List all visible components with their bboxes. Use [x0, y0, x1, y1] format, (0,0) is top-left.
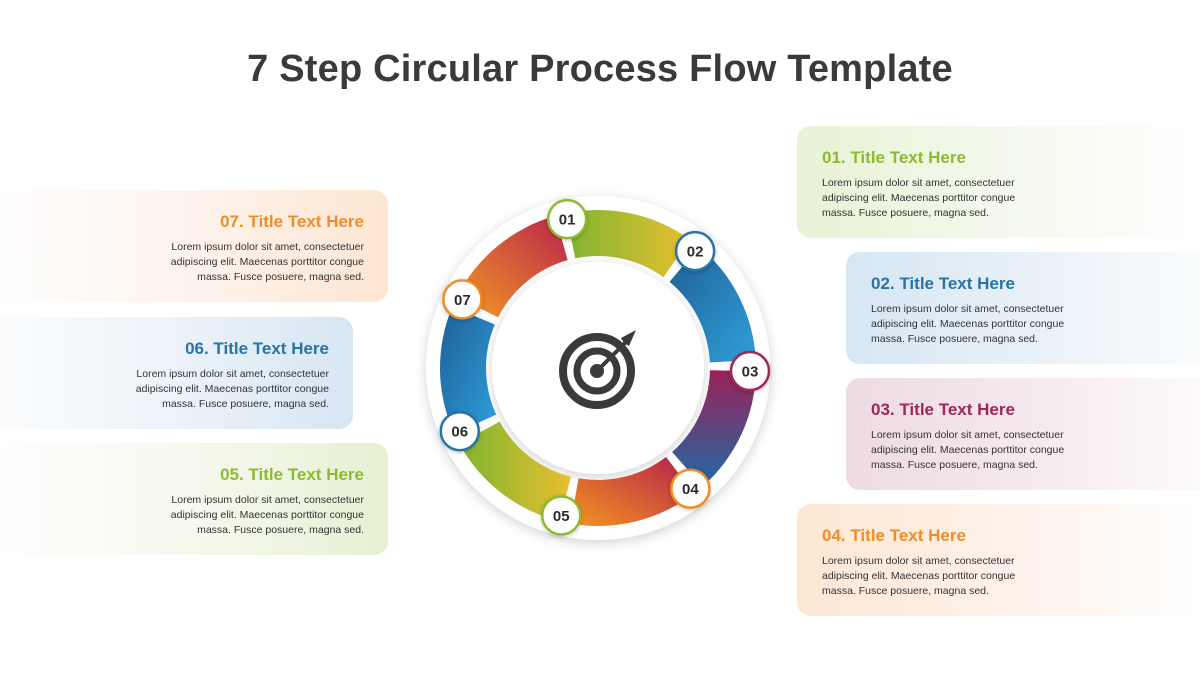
step-badge-circle [546, 198, 588, 240]
step-body-line: adipiscing elit. Maecenas porttitor cong… [135, 383, 329, 395]
step-title-06: 06. Title Text Here [185, 339, 329, 358]
step-body-04: Lorem ipsum dolor sit amet, consectetuer… [822, 554, 1197, 599]
step-body-line: Lorem ipsum dolor sit amet, consectetuer [871, 429, 1064, 441]
target-icon [559, 330, 636, 409]
step-title-04: 04. Title Text Here [822, 526, 966, 545]
step-badge-03: 03 [729, 350, 771, 392]
wheel-segment-05 [459, 421, 571, 522]
step-badge-05: 05 [540, 495, 582, 536]
wheel-badges: 01 02 03 04 05 06 07 [439, 198, 771, 536]
step-body-02: Lorem ipsum dolor sit amet, consectetuer… [871, 302, 1200, 347]
step-body-line: Lorem ipsum dolor sit amet, consectetuer [171, 241, 364, 253]
step-title-01: 01. Title Text Here [822, 148, 966, 167]
wheel-segment-07 [457, 215, 568, 318]
step-badge-circle [439, 410, 481, 452]
step-title-07: 07. Title Text Here [220, 212, 364, 231]
step-body-05: Lorem ipsum dolor sit amet, consectetuer… [0, 493, 364, 538]
step-card-02: 02. Title Text Here Lorem ipsum dolor si… [846, 252, 1200, 364]
step-body-line: adipiscing elit. Maecenas porttitor cong… [871, 318, 1065, 330]
wheel-segments [440, 210, 756, 526]
step-card-06: 06. Title Text Here Lorem ipsum dolor si… [0, 317, 353, 429]
step-body-line: massa. Fusce posuere, magna sed. [822, 585, 989, 597]
step-body-line: Lorem ipsum dolor sit amet, consectetuer [822, 177, 1015, 189]
step-badge-circle [442, 279, 483, 320]
step-badge-number: 06 [451, 424, 468, 441]
step-card-05: 05. Title Text Here Lorem ipsum dolor si… [0, 443, 388, 555]
step-body-line: adipiscing elit. Maecenas porttitor cong… [170, 509, 364, 521]
step-card-01: 01. Title Text Here Lorem ipsum dolor si… [797, 126, 1197, 238]
step-body-line: massa. Fusce posuere, magna sed. [197, 524, 364, 536]
step-badge-01: 01 [546, 198, 588, 240]
step-card-03: 03. Title Text Here Lorem ipsum dolor si… [846, 378, 1200, 490]
step-badge-number: 02 [687, 244, 704, 261]
step-badge-circle [729, 350, 771, 392]
step-badge-number: 01 [559, 212, 576, 229]
step-body-line: Lorem ipsum dolor sit amet, consectetuer [171, 494, 364, 506]
wheel-segment-06 [440, 306, 497, 434]
step-body-line: adipiscing elit. Maecenas porttitor cong… [170, 256, 364, 268]
step-badge-number: 03 [742, 364, 759, 381]
step-body-line: adipiscing elit. Maecenas porttitor cong… [871, 444, 1065, 456]
step-body-line: adipiscing elit. Maecenas porttitor cong… [822, 570, 1016, 582]
step-badge-circle [540, 495, 582, 536]
wheel-segment-01 [565, 210, 691, 278]
step-body-line: massa. Fusce posuere, magna sed. [871, 333, 1038, 345]
step-badge-number: 04 [682, 481, 699, 498]
step-badge-number: 05 [553, 508, 570, 525]
step-card-07: 07. Title Text Here Lorem ipsum dolor si… [0, 190, 388, 302]
step-badge-04: 04 [670, 468, 711, 509]
step-badge-06: 06 [439, 410, 481, 452]
step-body-01: Lorem ipsum dolor sit amet, consectetuer… [822, 176, 1197, 221]
step-body-06: Lorem ipsum dolor sit amet, consectetuer… [0, 367, 329, 412]
step-body-line: adipiscing elit. Maecenas porttitor cong… [822, 192, 1016, 204]
step-title-03: 03. Title Text Here [871, 400, 1015, 419]
step-body-line: massa. Fusce posuere, magna sed. [162, 398, 329, 410]
step-body-07: Lorem ipsum dolor sit amet, consectetuer… [0, 240, 364, 285]
wheel-segment-03 [672, 370, 756, 487]
step-title-02: 02. Title Text Here [871, 274, 1015, 293]
step-body-line: Lorem ipsum dolor sit amet, consectetuer [136, 368, 329, 380]
step-badge-02: 02 [674, 230, 716, 272]
step-badge-circle [674, 230, 716, 272]
step-badge-circle [670, 468, 711, 509]
step-title-05: 05. Title Text Here [220, 465, 364, 484]
step-body-line: massa. Fusce posuere, magna sed. [871, 459, 1038, 471]
step-body-line: Lorem ipsum dolor sit amet, consectetuer [822, 555, 1015, 567]
wheel-segment-02 [669, 246, 756, 363]
wheel-segment-04 [570, 456, 695, 526]
step-badge-07: 07 [442, 279, 483, 320]
step-body-line: massa. Fusce posuere, magna sed. [197, 271, 364, 283]
step-badge-number: 07 [454, 292, 471, 309]
step-card-04: 04. Title Text Here Lorem ipsum dolor si… [797, 504, 1197, 616]
step-body-line: massa. Fusce posuere, magna sed. [822, 207, 989, 219]
step-body-line: Lorem ipsum dolor sit amet, consectetuer [871, 303, 1064, 315]
page-title: 7 Step Circular Process Flow Template [247, 48, 953, 90]
step-body-03: Lorem ipsum dolor sit amet, consectetuer… [871, 428, 1200, 473]
